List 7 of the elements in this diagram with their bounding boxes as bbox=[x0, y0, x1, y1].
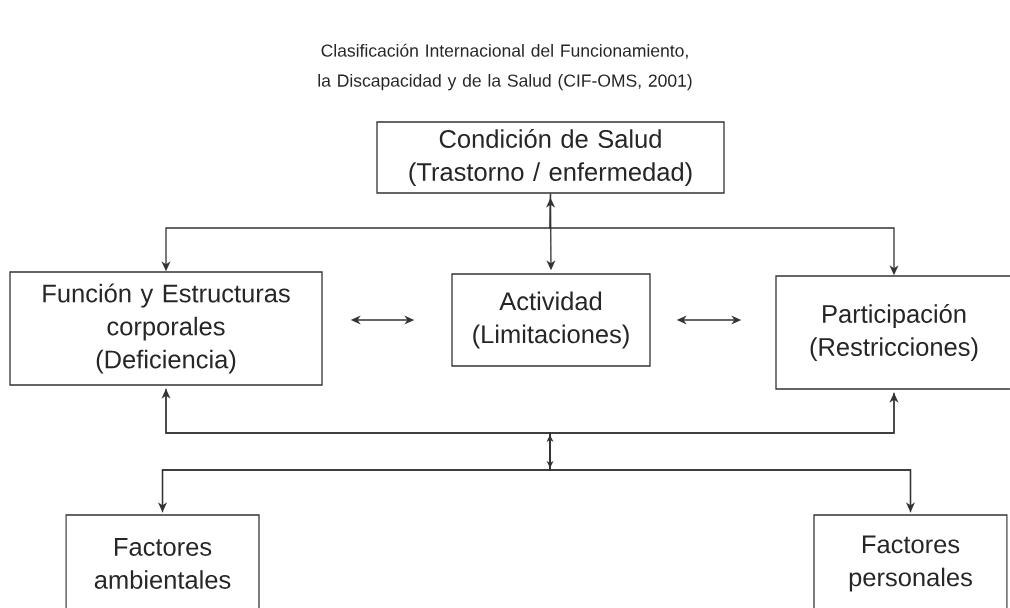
concept-box: Actividad (Limitaciones) bbox=[451, 273, 651, 367]
concept-box: Factores personales bbox=[813, 514, 1008, 608]
concept-box: Condición de Salud (Trastorno / enfermedad) bbox=[376, 121, 725, 194]
title: Clasificación Internacional del Funcionamiento, la Discapacidad y de la Salud (CIF-OMS, 2001) bbox=[318, 43, 692, 91]
concept-box: Factores ambientales bbox=[65, 514, 260, 608]
concept-box: Participación (Restricciones) bbox=[775, 275, 1010, 390]
concept-box: Función y Estructuras corporales (Deficiencia) bbox=[9, 271, 323, 386]
